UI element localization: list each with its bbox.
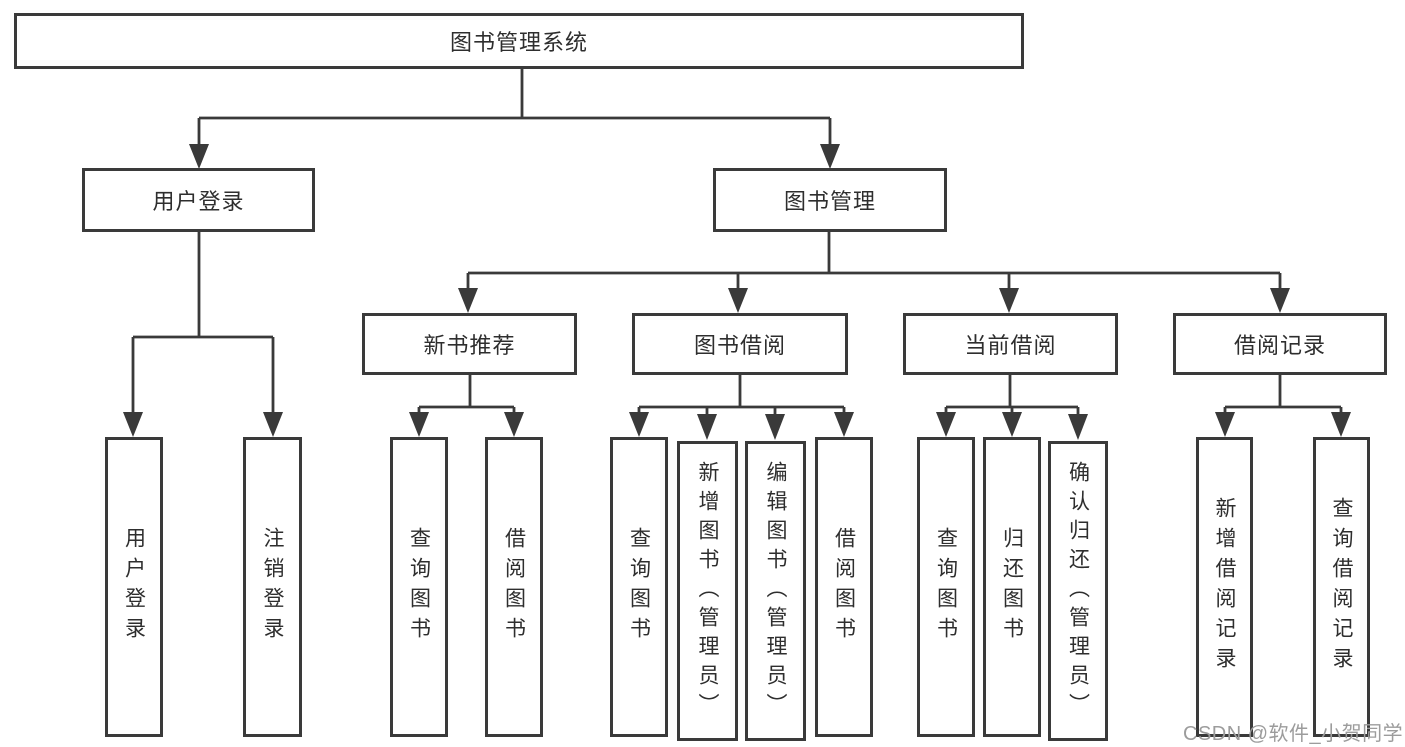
- node-label: 图书管理系统: [449, 30, 588, 55]
- node-label: 查询图书: [407, 527, 431, 647]
- node-new-book-recommendation: 新书推荐: [362, 313, 577, 375]
- node-borrowing-records: 借阅记录: [1173, 313, 1387, 375]
- leaf-query-books-current: 查询图书: [917, 437, 975, 737]
- node-label: 查询借阅记录: [1330, 497, 1353, 677]
- node-book-management: 图书管理: [713, 168, 947, 232]
- node-label: 查询图书: [627, 527, 651, 647]
- node-label: 借阅记录: [1233, 333, 1326, 358]
- leaf-query-borrow-record: 查询借阅记录: [1313, 437, 1370, 737]
- node-label: 图书借阅: [693, 333, 786, 358]
- leaf-borrow-books-borrowing: 借阅图书: [815, 437, 873, 737]
- node-label: 归还图书: [1000, 527, 1024, 647]
- leaf-add-books-admin: 新增图书（管理员）: [677, 441, 738, 741]
- node-label: 编辑图书（管理员）: [764, 460, 787, 722]
- node-label: 用户登录: [122, 527, 146, 647]
- node-label: 图书管理: [783, 189, 876, 214]
- node-label: 确认归还（管理员）: [1066, 460, 1090, 722]
- node-label: 新增借阅记录: [1213, 497, 1236, 677]
- node-label: 注销登录: [261, 527, 284, 647]
- node-label: 当前借阅: [964, 333, 1057, 358]
- leaf-user-login: 用户登录: [105, 437, 163, 737]
- node-current-borrowing: 当前借阅: [903, 313, 1118, 375]
- node-label: 新增图书（管理员）: [696, 460, 719, 722]
- leaf-query-books-borrowing: 查询图书: [610, 437, 668, 737]
- leaf-borrow-books-recommend: 借阅图书: [485, 437, 543, 737]
- leaf-logout: 注销登录: [243, 437, 302, 737]
- csdn-watermark: CSDN @软件_小贺同学: [1183, 723, 1404, 745]
- node-user-login: 用户登录: [82, 168, 315, 232]
- leaf-return-books: 归还图书: [983, 437, 1041, 737]
- node-label: 新书推荐: [423, 333, 516, 358]
- node-library-management-system: 图书管理系统: [14, 13, 1024, 69]
- leaf-add-borrow-record: 新增借阅记录: [1196, 437, 1253, 737]
- leaf-confirm-return-admin: 确认归还（管理员）: [1048, 441, 1108, 741]
- node-label: 用户登录: [152, 189, 245, 214]
- node-label: 借阅图书: [832, 527, 856, 647]
- node-label: 查询图书: [934, 527, 958, 647]
- leaf-edit-books-admin: 编辑图书（管理员）: [745, 441, 806, 741]
- node-book-borrowing: 图书借阅: [632, 313, 848, 375]
- leaf-query-books-recommend: 查询图书: [390, 437, 448, 737]
- node-label: 借阅图书: [502, 527, 526, 647]
